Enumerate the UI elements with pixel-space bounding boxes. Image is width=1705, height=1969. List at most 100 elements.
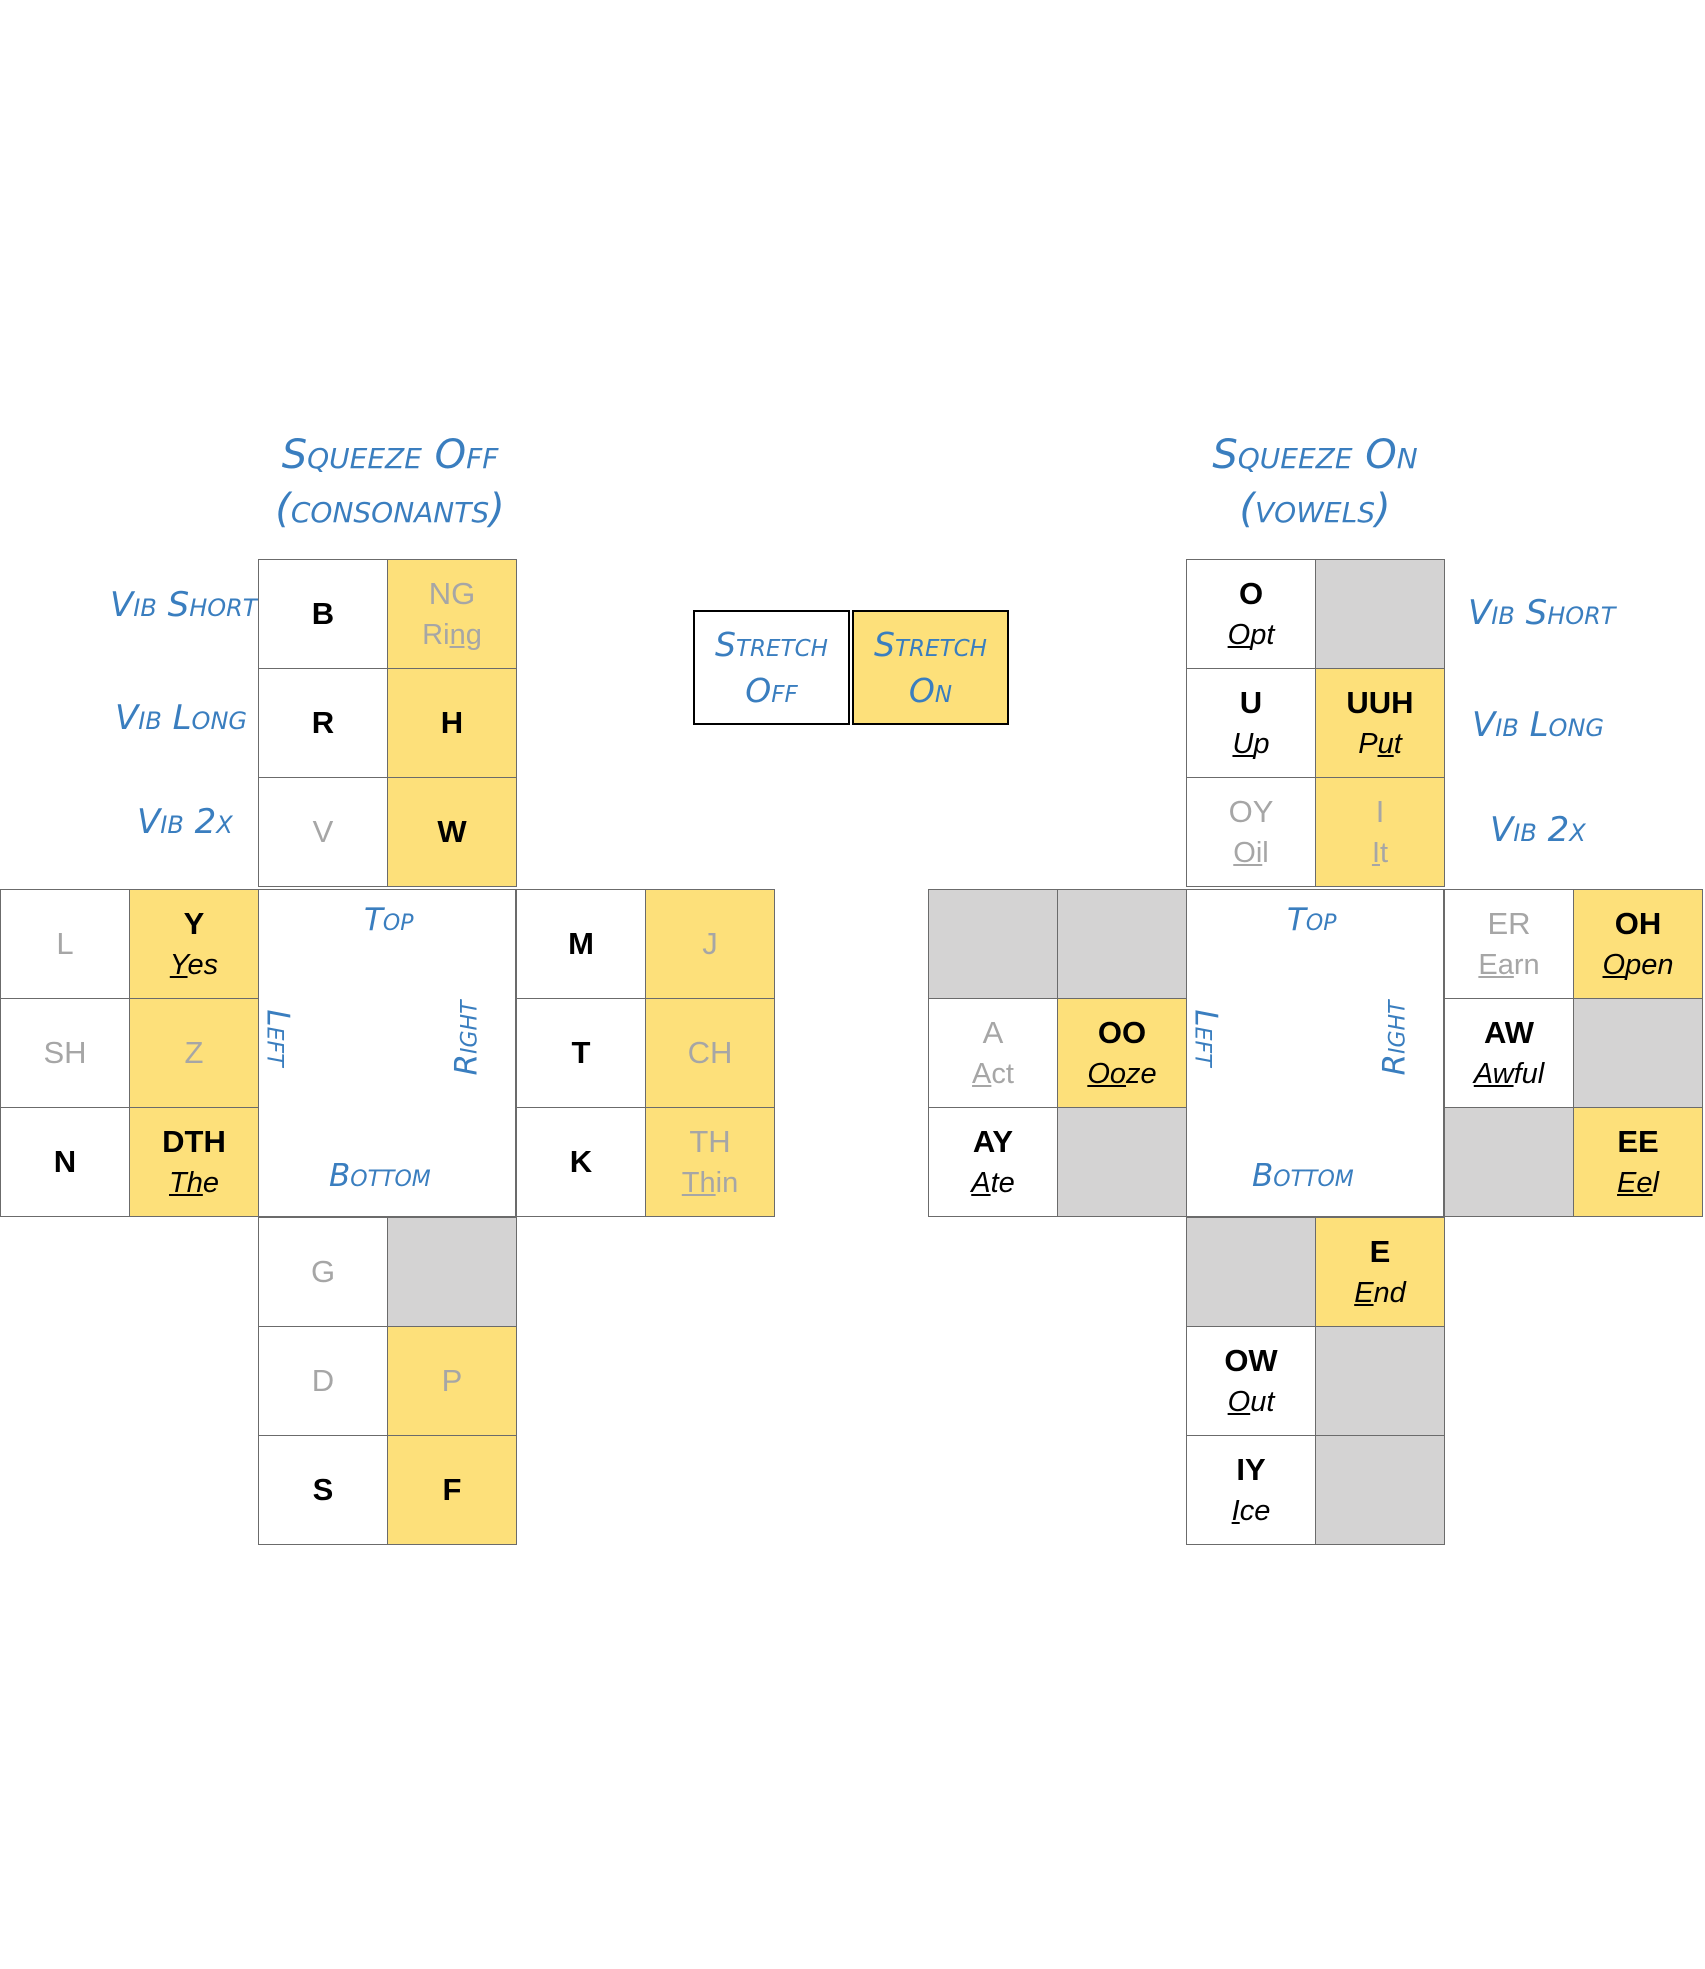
consonants-vib-short-label: Vib Short [110,585,258,625]
consonants-title: Squeeze Off (consonants) [275,432,505,532]
consonants-left-on-1: Z [129,998,259,1108]
consonants-left-on-1-letter: Z [184,1035,204,1070]
consonants-right-off-0: M [516,889,646,999]
vowels-top-off-2-word-part: l [1262,837,1269,869]
vowels-left-label: Left [1187,1009,1224,1067]
consonants-right-off-0-letter: M [568,926,594,961]
vowels-bottom-off-2-word-part: ce [1239,1495,1271,1527]
consonants-top-off-0: B [258,559,388,669]
consonants-top-off-2: V [258,777,388,887]
consonants-bottom-on-2-letter: F [442,1472,462,1507]
vowels-right-off-1: AW Awful [1444,998,1574,1108]
vowels-top-off-1-word-part: U [1232,728,1254,760]
consonants-bottom-on-2: F [387,1435,517,1545]
vowels-left-off-2-example-word: Ate [971,1163,1015,1203]
vowels-top-off-0-word-part: pt [1250,619,1275,651]
consonants-right-off-2: K [516,1107,646,1217]
vowels-right-off-1-word-part: ful [1513,1058,1545,1090]
vowels-bottom-off-1-example-word: Out [1228,1382,1275,1422]
vowels-top-off-1-word-part: p [1253,728,1270,760]
vowels-right-on-0-word-part: O [1602,949,1626,981]
vowels-top-on-1-letter: UUH [1346,685,1414,720]
vowels-top-off-0-example-word: Opt [1228,615,1275,655]
vowels-right-on-2-example-word: Eel [1617,1163,1659,1203]
vowels-top-off-0-word-part: O [1227,619,1251,651]
vowels-bottom-label: Bottom [1252,1158,1354,1194]
vowels-left-off-2-word-part: A [971,1167,991,1199]
consonants-right-on-1-letter: CH [687,1035,733,1070]
vowels-vib-short-label: Vib Short [1468,593,1616,633]
consonants-right-label: Right [448,1000,485,1076]
vowels-top-on-2-word-part: I [1371,837,1380,869]
vowels-bottom-off-0 [1186,1217,1316,1327]
vowels-top-off-2-word-part: Oi [1233,837,1263,869]
consonants-left-off-1: SH [0,998,130,1108]
consonants-bottom-on-0 [387,1217,517,1327]
consonants-bottom-off-1-letter: D [311,1363,335,1398]
vowels-bottom-off-1-letter: OW [1224,1343,1278,1378]
consonants-top-on-0-letter: NG [428,576,476,611]
vowels-bottom-on-0-letter: E [1369,1234,1391,1269]
consonants-top-off-1: R [258,668,388,778]
consonants-left-on-2-example-word: The [169,1163,219,1203]
vowels-right-off-1-word-part: Aw [1473,1058,1514,1090]
legend-stretch-on-line-2: On [908,670,953,710]
vowels-top-on-1-word-part: u [1377,728,1394,760]
vowels-bottom-off-2-word-part: I [1231,1495,1240,1527]
vowels-left-off-1-word-part: A [972,1058,992,1090]
vowels-left-off-2-word-part: te [990,1167,1015,1199]
consonants-left-off-2: N [0,1107,130,1217]
vowels-center-box: Top Bottom Left Right [1186,889,1444,1217]
vowels-left-off-1-word-part: ct [991,1058,1014,1090]
vowels-right-on-2-word-part: Ee [1617,1167,1653,1199]
consonants-bottom-off-0-letter: G [310,1254,336,1289]
vowels-top-off-1-example-word: Up [1232,724,1269,764]
vowels-bottom-off-2-letter: IY [1236,1452,1266,1487]
consonants-right-on-0-letter: J [702,926,718,961]
vowels-left-on-1: OO Ooze [1057,998,1187,1108]
vowels-top-off-1-letter: U [1239,685,1263,720]
vowels-right-off-1-letter: AW [1484,1015,1534,1050]
vowels-bottom-off-1-word-part: ut [1250,1386,1275,1418]
vowels-bottom-on-0-word-part: E [1354,1277,1374,1309]
vowels-left-on-1-letter: OO [1097,1015,1147,1050]
vowels-vib-2x-label: Vib 2x [1490,810,1586,850]
vowels-bottom-on-2 [1315,1435,1445,1545]
vowels-left-on-1-word-part: ze [1126,1058,1157,1090]
consonants-left-on-2-word-part: e [202,1167,219,1199]
vowels-top-off-2-example-word: Oil [1233,833,1268,873]
vowels-top-on-2-letter: I [1375,794,1385,829]
consonants-left-on-0-word-part: Y [169,949,188,981]
consonants-top-off-0-letter: B [311,596,335,631]
consonants-bottom-label: Bottom [329,1158,431,1194]
consonants-top-on-2: W [387,777,517,887]
consonants-bottom-off-0: G [258,1217,388,1327]
consonants-left-off-0-letter: L [56,926,74,961]
vowels-right-off-0-letter: ER [1487,906,1531,941]
vowels-top-on-1-word-part: t [1393,728,1402,760]
consonants-left-on-0-word-part: es [187,949,219,981]
consonants-top-on-2-letter: W [437,814,467,849]
vowels-right-on-0-word-part: pen [1625,949,1674,981]
vowels-right-off-2 [1444,1107,1574,1217]
vowels-right-on-0: OH Open [1573,889,1703,999]
vowels-left-on-1-example-word: Ooze [1087,1054,1156,1094]
vowels-bottom-on-0-word-part: nd [1373,1277,1406,1309]
vowels-top-on-2-example-word: It [1372,833,1388,873]
consonants-right-off-1: T [516,998,646,1108]
vowels-right-on-0-letter: OH [1614,906,1662,941]
vowels-top-on-1-example-word: Put [1358,724,1402,764]
vowels-left-off-0 [928,889,1058,999]
consonants-left-on-2-word-part: Th [169,1167,203,1199]
consonants-top-on-1-letter: H [440,705,464,740]
consonants-top-on-1: H [387,668,517,778]
vowels-bottom-off-2-example-word: Ice [1232,1491,1271,1531]
consonants-right-on-2-example-word: Thin [682,1163,738,1203]
legend-stretch-off-line-1: Stretch [715,624,828,664]
